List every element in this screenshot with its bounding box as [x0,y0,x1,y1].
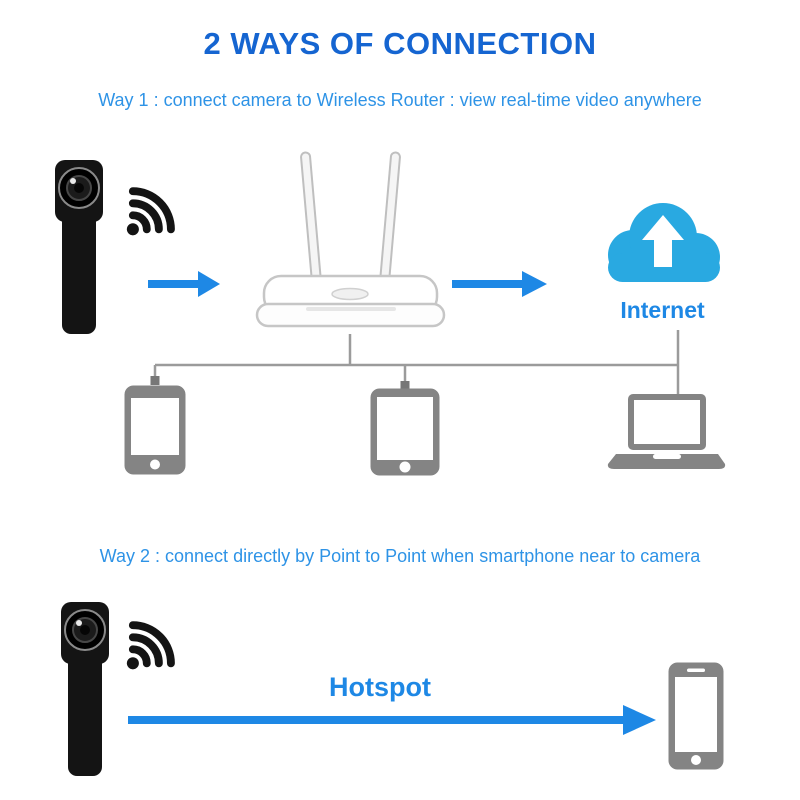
mini-camera-icon [52,158,106,336]
arrow-right-icon [452,270,547,298]
way1-heading: Way 1 : connect camera to Wireless Route… [98,90,702,110]
internet-label: Internet [620,297,705,323]
way2-heading: Way 2 : connect directly by Point to Poi… [99,546,701,566]
wifi-signal-icon [118,602,196,680]
mini-camera-icon [58,600,112,778]
tablet-icon [368,386,442,478]
arrow-right-icon [148,270,220,298]
page-title: 2 WAYS OF CONNECTION [203,26,597,61]
hotspot-arrow-icon [128,702,656,738]
smartphone-icon [122,383,188,477]
smartphone-icon [666,660,726,772]
laptop-icon [606,392,726,474]
hotspot-label: Hotspot [329,672,431,702]
internet-cloud-icon [592,193,732,295]
wireless-router-icon [248,148,453,336]
wifi-signal-icon [118,168,196,246]
upload-arrow-icon [642,215,684,267]
